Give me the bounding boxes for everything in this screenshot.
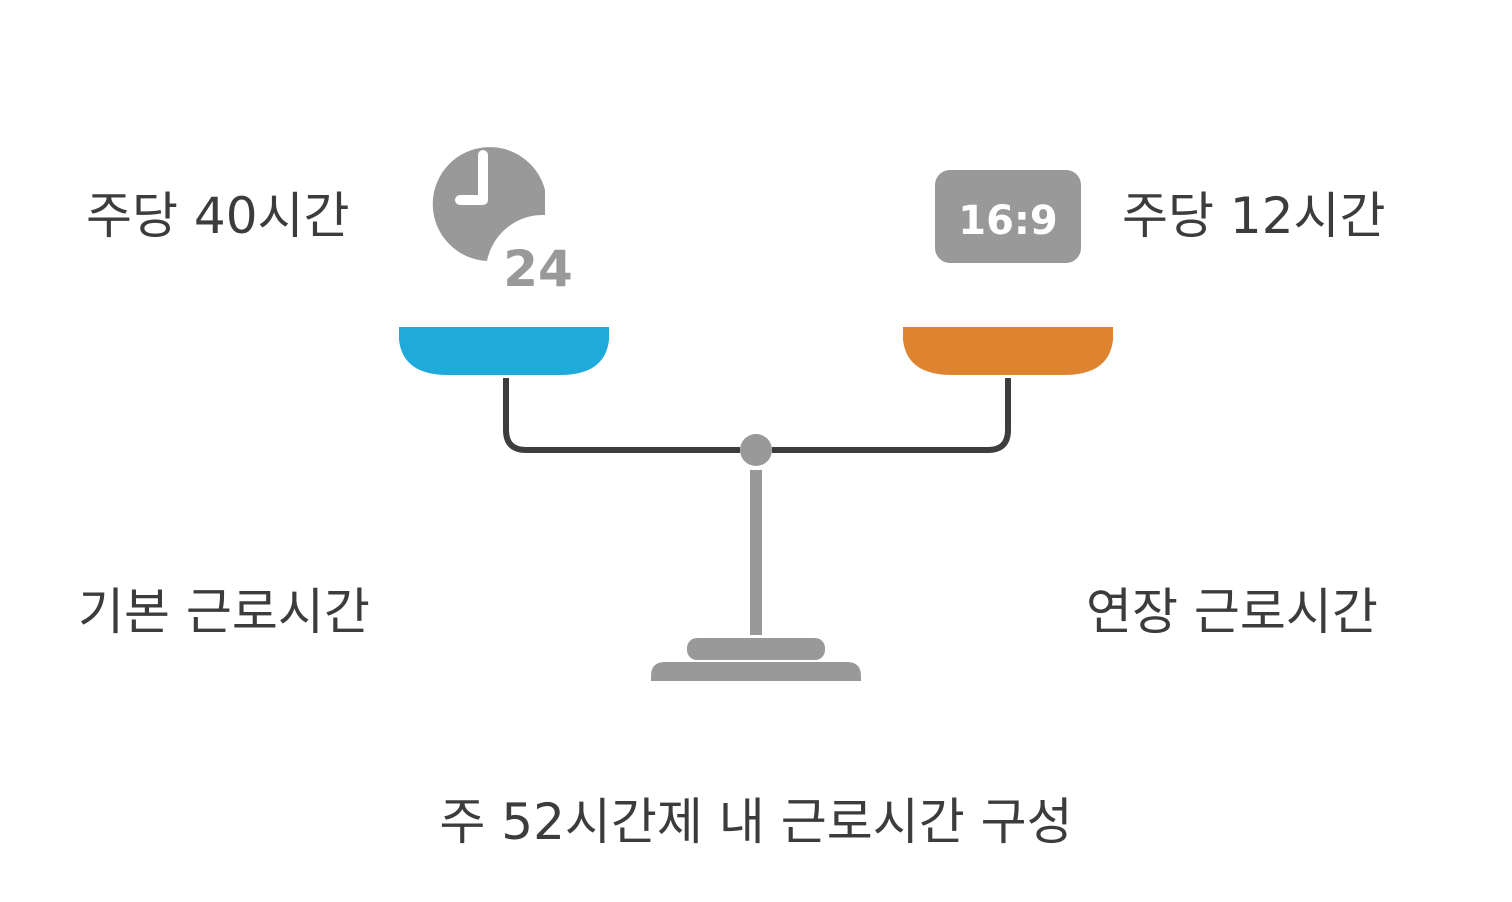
left-category-label: 기본 근로시간	[78, 583, 370, 641]
pivot-circle	[740, 434, 772, 466]
clock-24-icon: 24	[432, 147, 573, 298]
clock-24-text: 24	[503, 240, 573, 298]
scale-beam	[503, 378, 1011, 453]
scale-stand	[651, 434, 861, 681]
stand-base-top	[687, 638, 825, 660]
aspect-ratio-box	[935, 170, 1081, 263]
aspect-ratio-16-9-icon: 16:9	[935, 170, 1081, 263]
diagram-caption: 주 52시간제 내 근로시간 구성	[439, 793, 1073, 851]
stand-pole	[750, 470, 762, 635]
right-hanger	[772, 378, 1011, 453]
aspect-ratio-text: 16:9	[958, 198, 1058, 244]
right-pan	[903, 327, 1113, 375]
clock-face	[432, 147, 545, 261]
right-value-label: 주당 12시간	[1122, 187, 1386, 245]
left-hanger	[503, 378, 740, 453]
left-value-label: 주당 40시간	[86, 187, 350, 245]
stand-base-bottom	[651, 662, 861, 681]
clock-hands	[455, 150, 488, 205]
right-category-label: 연장 근로시간	[1086, 583, 1378, 641]
left-pan	[399, 327, 609, 375]
